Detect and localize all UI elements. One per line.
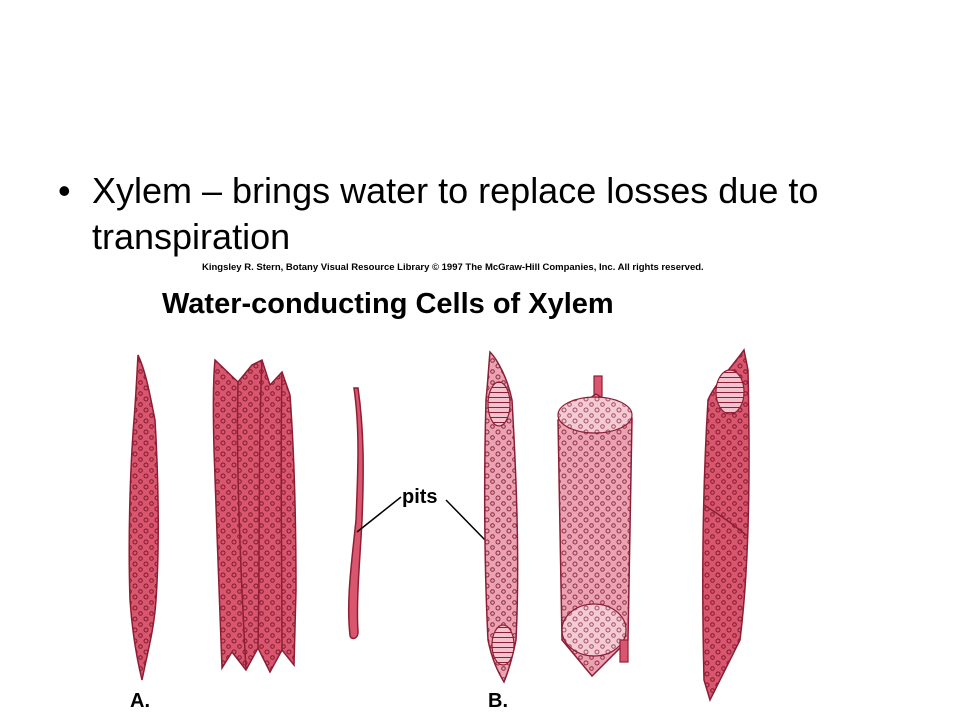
label-pits: pits	[402, 486, 438, 508]
label-a: A.	[130, 690, 150, 712]
bullet-text: Xylem – brings water to replace losses d…	[92, 170, 819, 257]
vessel-element-b2	[557, 375, 633, 678]
bullet-marker: •	[58, 170, 71, 211]
vessel-element-b3	[702, 348, 750, 703]
figure-title: Water-conducting Cells of Xylem	[162, 288, 614, 320]
tracheid-thin-a	[347, 387, 364, 640]
copyright-credit: Kingsley R. Stern, Botany Visual Resourc…	[202, 262, 704, 273]
vessel-element-b1	[483, 350, 519, 684]
tracheid-single-a	[128, 354, 159, 681]
label-b: B.	[488, 690, 508, 712]
tracheid-bundle-a	[212, 358, 297, 674]
